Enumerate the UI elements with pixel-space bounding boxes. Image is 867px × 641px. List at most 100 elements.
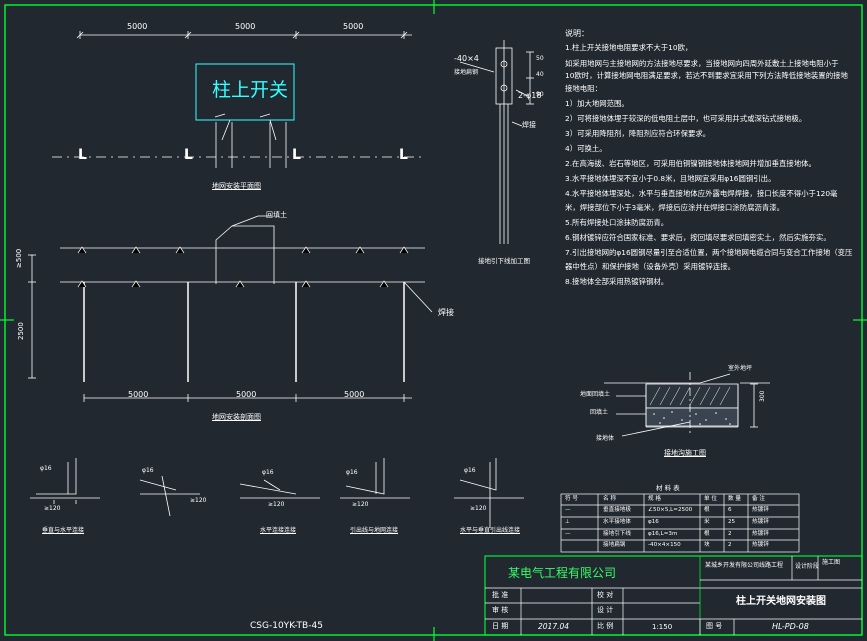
section-dim-1: 5000	[128, 390, 149, 399]
weld-details	[30, 458, 524, 528]
row-label-approve: 批 准	[492, 591, 509, 599]
materials-cell: 热镀锌	[752, 507, 769, 513]
conductor-weld-label: 焊接	[522, 121, 536, 129]
weld-code-4: φ16	[346, 469, 358, 476]
materials-cell: 6	[728, 507, 732, 513]
materials-title: 材 料 表	[656, 484, 680, 492]
section-dim-3: 5000	[344, 390, 365, 399]
date-value: 2017.04	[538, 622, 570, 631]
outer-frame	[4, 4, 863, 636]
plan-caption: 地网安装平面图	[212, 182, 261, 190]
note-line-4: 接地电阻：	[565, 84, 602, 93]
materials-cell: φ16	[648, 519, 659, 525]
weld-code-5: φ16	[464, 467, 476, 474]
materials-header: 数 量	[728, 496, 741, 502]
dim-500: ≥500	[15, 248, 23, 268]
materials-cell: 热镀锌	[752, 519, 769, 525]
fig-number: HL-PD-08	[772, 622, 809, 631]
weld-caption-1: 垂直与水平连接	[42, 527, 85, 534]
pole-switch-label: 柱上开关	[212, 79, 289, 101]
dim-50: 50	[536, 55, 544, 62]
materials-cell: 块	[704, 542, 710, 548]
dim-2500: 2500	[17, 322, 25, 340]
project-name: 某城乡开发有限公司线路工程	[705, 562, 784, 569]
stage-label: 设计阶段	[795, 563, 820, 570]
weld-label: 焊接	[438, 308, 454, 317]
weld-dim-2: ≥120	[190, 497, 207, 504]
materials-cell: 根	[704, 531, 710, 537]
soil-hatch	[649, 386, 731, 406]
materials-cell: -40×4×150	[648, 542, 681, 548]
materials-header: 备 注	[752, 496, 765, 502]
materials-cell: 接地引下线	[603, 531, 631, 537]
materials-cell: 米	[704, 519, 710, 525]
note-line-2: 如采用地网与主接地网的方法接地尽要求，当接地网向四周外延敷土上接地电阻小于	[565, 59, 839, 68]
marker-l-3: L	[292, 147, 301, 163]
materials-cell: 25	[728, 519, 736, 525]
weld-caption-3: 水平连接连接	[260, 527, 297, 534]
grass-hatch	[77, 246, 409, 288]
materials-cell: 根	[704, 507, 710, 513]
note-line-6: 2）可将接地体埋于较深的低电阻土层中，也可采用井式或深钻式接地极。	[565, 114, 807, 123]
notes-heading: 说明：	[565, 29, 589, 38]
materials-cell: ∠50×5,L=2500	[648, 507, 693, 513]
materials-cell: φ16,L=3m	[648, 531, 678, 537]
weld-caption-4: 引出线与地网连接	[350, 527, 399, 534]
marker-l-4: L	[399, 147, 408, 163]
materials-cell: —	[565, 531, 571, 537]
plan-view	[52, 31, 425, 168]
stage-value: 施工图	[822, 559, 841, 566]
weld-code-1: φ16	[40, 465, 52, 472]
materials-cell: 2	[728, 531, 732, 537]
weld-dim-3: ≥120	[268, 501, 285, 508]
down-conductor-detail	[459, 40, 534, 244]
plan-dim-3: 5000	[343, 22, 364, 31]
row-label-check: 校 对	[597, 591, 614, 599]
note-line-15: 7.引出接地网的φ16圆钢尽量引至合适位置，两个接地网电缆合同与变合工作接地（变…	[565, 248, 853, 257]
marker-l-1: L	[78, 147, 87, 163]
weld-dim-4: ≥120	[352, 501, 369, 508]
note-line-16: 器中性点）和保护接地（设备外壳）采用镀锌连接。	[565, 262, 735, 271]
bolt-hole-spec: 2-φ18	[518, 91, 542, 100]
dim-40: 40	[536, 71, 544, 78]
backfill-label: 回填土	[266, 211, 287, 219]
soil-dots	[653, 411, 731, 425]
soil-caption: 接地沟施工图	[664, 449, 706, 457]
note-line-3: 10欧时，计算接地网电阻满足要求，若达不到要求宜采用下列方法降低接地装置的接地	[565, 71, 848, 80]
flat-steel-name: 接地扁钢	[454, 69, 479, 76]
scale-value: 1:150	[652, 623, 673, 631]
note-line-12: 米，焊接部位下小于3毫米，焊接后应涂并在焊接口涂防腐沥青漆。	[565, 203, 785, 212]
marker-l-2: L	[184, 147, 193, 163]
footer-code: CSG-10YK-TB-45	[250, 621, 323, 631]
note-line-17: 8.接地体全部采用热镀锌钢材。	[565, 277, 669, 286]
note-line-10: 3.水平接地体埋深不宜小于0.8米，且地网宜采用φ16圆钢引出。	[565, 174, 776, 183]
note-line-14: 6.钢材镀锌应符合国家标准、要求后，按回填尽要求回填密实土，然后实施夯实。	[565, 233, 831, 242]
row-label-date: 日 期	[492, 622, 509, 630]
row-label-review: 审 核	[492, 606, 509, 614]
materials-cell: 热镀锌	[752, 542, 769, 548]
fig-label: 图 号	[706, 622, 723, 630]
materials-cell: 2	[728, 542, 732, 548]
materials-grid	[560, 493, 800, 553]
dim-90: 90	[536, 91, 544, 98]
flat-steel-spec: -40×4	[454, 54, 479, 63]
materials-cell: 接地扁钢	[603, 542, 626, 548]
note-line-13: 5.所有焊接处口涂抹防腐沥青。	[565, 218, 669, 227]
conductor-caption: 接地引下线加工图	[478, 257, 530, 265]
section-caption: 地网安装剖面图	[212, 413, 261, 421]
note-line-7: 3）可采用降阻剂，降阻剂应符合环保要求。	[565, 129, 711, 138]
materials-cell: 垂直接地极	[603, 507, 631, 513]
note-line-1: 1.柱上开关接地电阻要求不大于10欧，	[565, 43, 693, 52]
soil-detail	[604, 372, 770, 437]
conductor-label: 接地体	[596, 435, 615, 442]
materials-header: 名 称	[603, 496, 616, 502]
title-block-grid	[484, 555, 863, 636]
note-line-9: 2.在高海拔、岩石等地区，可采用伯铜镍钢接地体接地网并增加垂直接地体。	[565, 159, 816, 168]
outdoor-grade-label: 室外地坪	[728, 365, 753, 372]
weld-dim-5: ≥120	[470, 505, 487, 512]
materials-cell: 热镀锌	[752, 531, 769, 537]
weld-code-3: φ16	[262, 469, 274, 476]
soil-dim: 300	[759, 390, 766, 402]
company-name: 某电气工程有限公司	[508, 566, 617, 580]
